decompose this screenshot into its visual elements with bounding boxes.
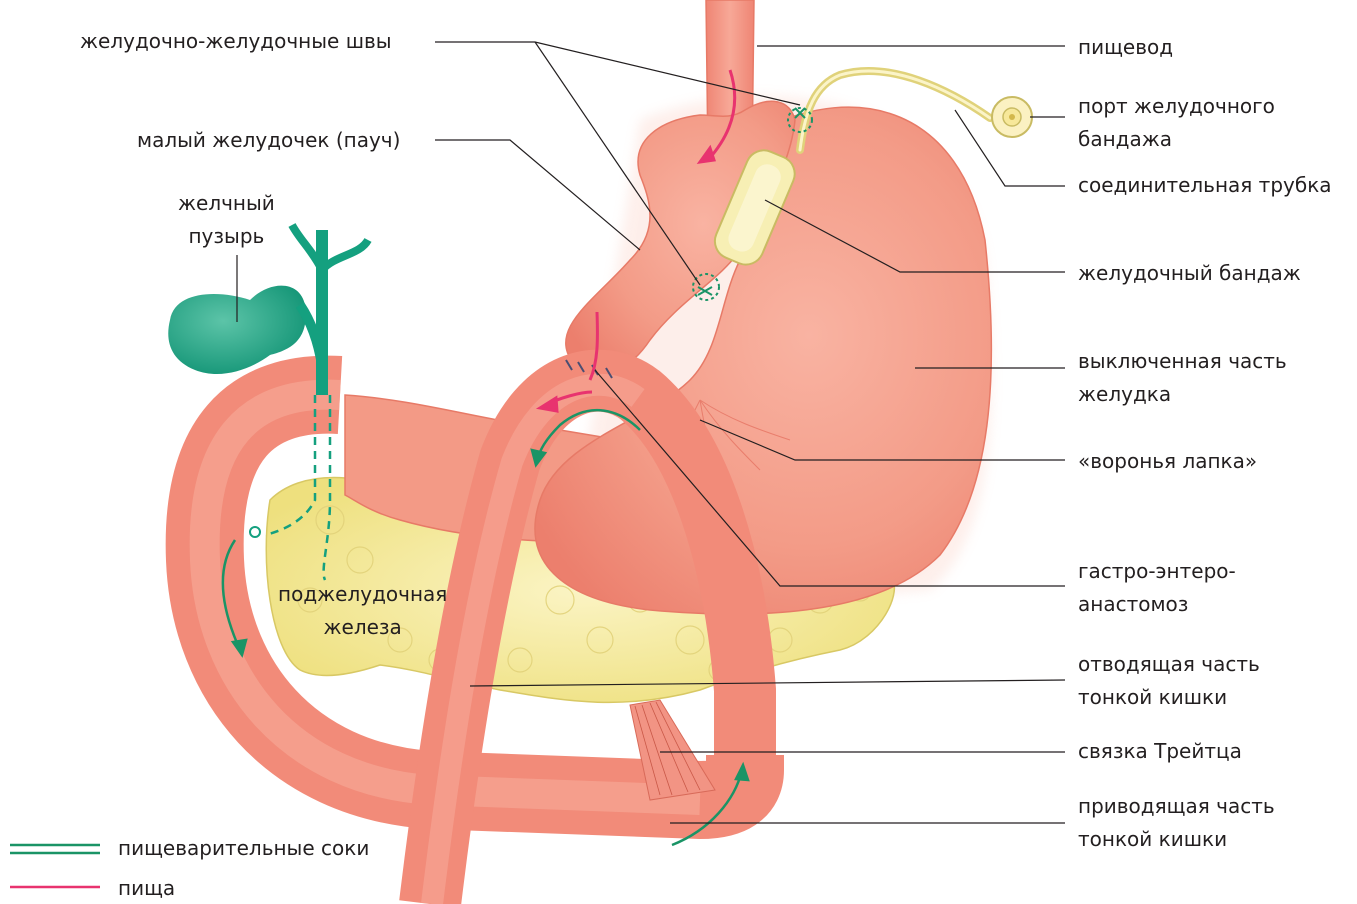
- label-crow-foot: «воронья лапка»: [1078, 445, 1257, 478]
- label-excluded-stomach-line-1: выключенная часть: [1078, 345, 1287, 378]
- legend-juices-swatch: [10, 845, 100, 853]
- label-esophagus: пищевод: [1078, 31, 1173, 64]
- label-gastric-band: желудочный бандаж: [1078, 257, 1301, 290]
- label-gallbladder-line-1: желчный: [178, 187, 275, 220]
- label-pancreas-line-1: поджелудочная: [278, 578, 447, 611]
- label-gastroenteroanastomosis: гастро-энтеро- анастомоз: [1078, 555, 1236, 621]
- label-pancreas: поджелудочная железа: [278, 578, 447, 644]
- label-gallbladder: желчный пузырь: [178, 187, 275, 253]
- label-treitz-ligament: связка Трейтца: [1078, 735, 1242, 768]
- label-gastroenteroanastomosis-line-1: гастро-энтеро-: [1078, 555, 1236, 588]
- label-band-port-line-2: бандажа: [1078, 123, 1275, 156]
- label-band-port: порт желудочного бандажа: [1078, 90, 1275, 156]
- label-band-port-line-1: порт желудочного: [1078, 90, 1275, 123]
- label-gastroenteroanastomosis-line-2: анастомоз: [1078, 588, 1236, 621]
- label-efferent-limb: отводящая часть тонкой кишки: [1078, 648, 1260, 714]
- label-efferent-limb-line-1: отводящая часть: [1078, 648, 1260, 681]
- label-excluded-stomach: выключенная часть желудка: [1078, 345, 1287, 411]
- band-port-device: [992, 97, 1032, 137]
- label-gallbladder-line-2: пузырь: [178, 220, 275, 253]
- label-pouch: малый желудочек (пауч): [137, 124, 400, 157]
- legend-food: пища: [118, 872, 175, 904]
- label-afferent-limb-line-2: тонкой кишки: [1078, 823, 1275, 856]
- hepatic-duct-right: [322, 240, 368, 270]
- label-afferent-limb: приводящая часть тонкой кишки: [1078, 790, 1275, 856]
- label-gastro-gastric-sutures: желудочно-желудочные швы: [80, 25, 392, 58]
- label-excluded-stomach-line-2: желудка: [1078, 378, 1287, 411]
- label-pancreas-line-2: железа: [278, 611, 447, 644]
- legend-digestive-juices: пищеварительные соки: [118, 832, 369, 865]
- label-afferent-limb-line-1: приводящая часть: [1078, 790, 1275, 823]
- label-efferent-limb-line-2: тонкой кишки: [1078, 681, 1260, 714]
- label-connecting-tube: соединительная трубка: [1078, 169, 1332, 202]
